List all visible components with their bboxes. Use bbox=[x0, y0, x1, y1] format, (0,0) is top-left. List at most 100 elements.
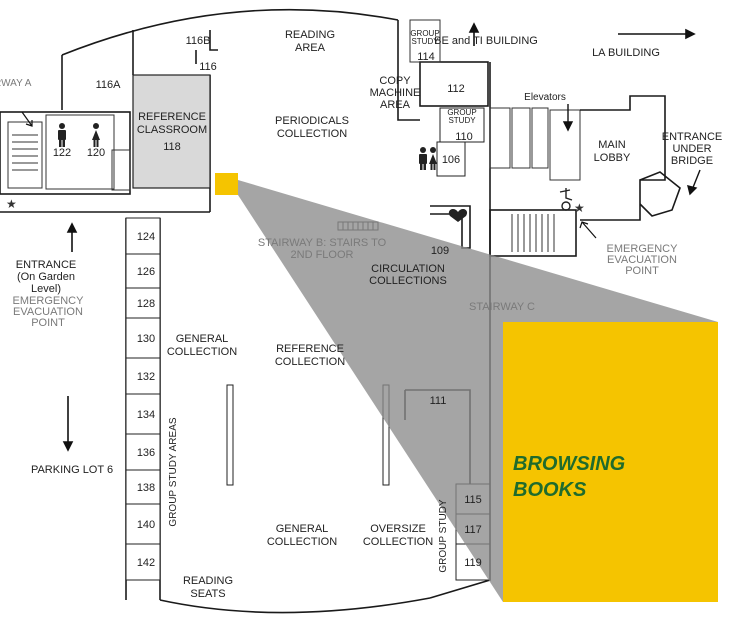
group-study-110-label: STUDY bbox=[448, 116, 476, 125]
group-study-110-label: GROUP bbox=[447, 108, 476, 117]
service-desk-icon bbox=[448, 209, 468, 222]
stairway-b-label: STAIRWAY B: STAIRS TO bbox=[258, 237, 387, 249]
la-building-label: LA BUILDING bbox=[592, 47, 660, 59]
emergency-evacuation-left-label: EVACUATION bbox=[13, 306, 83, 318]
evacuation-star-icon: ★ bbox=[6, 197, 17, 211]
room-112: 112 bbox=[447, 83, 465, 95]
emergency-evacuation-left-label: EMERGENCY bbox=[13, 295, 85, 307]
main-lobby-label: LOBBY bbox=[594, 152, 631, 164]
room-106: 106 bbox=[442, 154, 460, 166]
emergency-right-arrow-icon bbox=[579, 221, 597, 239]
room-132: 132 bbox=[137, 371, 155, 383]
circulation-collections-label: COLLECTIONS bbox=[369, 275, 447, 287]
room-111: 111 bbox=[430, 395, 447, 407]
elevator-arrow-icon bbox=[562, 104, 574, 132]
woman-restroom-icon bbox=[429, 147, 437, 170]
room-110: 110 bbox=[455, 131, 473, 143]
entrance-garden-label: (On Garden bbox=[17, 271, 75, 283]
entrance-garden-label: ENTRANCE bbox=[16, 259, 77, 271]
group-study-label: STUDY bbox=[411, 37, 439, 46]
arrow-right-icon bbox=[618, 28, 696, 40]
restroom-icons bbox=[58, 123, 437, 170]
reference-collection-label: REFERENCE bbox=[276, 343, 344, 355]
general-collection-label: COLLECTION bbox=[167, 346, 237, 358]
room-115: 115 bbox=[464, 494, 482, 506]
room-116a: 116A bbox=[96, 79, 122, 91]
entrance-bridge-arrow-icon bbox=[687, 169, 701, 196]
room-126: 126 bbox=[137, 266, 155, 278]
parking-lot-label: PARKING LOT 6 bbox=[31, 464, 113, 476]
room-116b: 116B bbox=[186, 35, 211, 47]
circulation-collections-label: CIRCULATION bbox=[371, 263, 445, 275]
reference-classroom-room bbox=[132, 74, 211, 189]
room-109: 109 bbox=[431, 245, 449, 257]
emergency-evacuation-right-label: EMERGENCY bbox=[607, 243, 679, 255]
entrance-arrow-up-icon bbox=[66, 222, 78, 252]
room-130: 130 bbox=[137, 333, 155, 345]
room-124: 124 bbox=[137, 231, 155, 243]
stairway-a-label: STAIRWAY A bbox=[0, 78, 32, 89]
room-122: 122 bbox=[53, 147, 71, 159]
man-restroom-icon bbox=[58, 123, 66, 147]
browsing-books-wedge bbox=[238, 180, 718, 602]
main-lobby-label: MAIN bbox=[598, 139, 626, 151]
browsing-books-title: BOOKS bbox=[513, 479, 587, 501]
stairway-a-treads bbox=[12, 134, 38, 171]
browsing-books-title: BROWSING bbox=[513, 453, 625, 475]
reading-seats-label: SEATS bbox=[190, 588, 225, 600]
reading-seats-label: READING bbox=[183, 575, 233, 587]
entrance-under-bridge-label: UNDER bbox=[672, 143, 711, 155]
emergency-evacuation-left-label: POINT bbox=[31, 317, 65, 329]
stairway-c-label: STAIRWAY C bbox=[469, 301, 535, 313]
oversize-collection-label: COLLECTION bbox=[363, 536, 433, 548]
accessibility-icon bbox=[559, 188, 573, 211]
room-142: 142 bbox=[137, 557, 155, 569]
evacuation-star-icon: ★ bbox=[574, 201, 585, 215]
room-114: 114 bbox=[417, 51, 435, 63]
room-140: 140 bbox=[137, 519, 155, 531]
browsing-books-area bbox=[503, 322, 718, 602]
elevators-label: Elevators bbox=[524, 92, 566, 103]
woman-restroom-icon bbox=[92, 123, 100, 147]
copy-machine-area-label: COPY bbox=[379, 75, 411, 87]
room-134: 134 bbox=[137, 409, 155, 421]
room-136: 136 bbox=[137, 447, 155, 459]
room-120: 120 bbox=[87, 147, 105, 159]
entrance-garden-label: Level) bbox=[31, 283, 61, 295]
stairway-a-arrow-icon bbox=[21, 111, 33, 127]
oversize-collection-label: OVERSIZE bbox=[370, 523, 426, 535]
stairway-c-treads bbox=[511, 214, 555, 252]
entrance-under-bridge-label: ENTRANCE bbox=[662, 131, 723, 143]
reading-area-label: AREA bbox=[295, 42, 326, 54]
room-119: 119 bbox=[464, 557, 482, 569]
arrow-up-icon bbox=[468, 22, 480, 46]
copy-machine-area-label: MACHINE bbox=[370, 87, 421, 99]
copy-machine-area-label: AREA bbox=[380, 99, 411, 111]
general-collection-lower-label: COLLECTION bbox=[267, 536, 337, 548]
browsing-marker-small bbox=[215, 173, 238, 195]
room-118: 118 bbox=[163, 141, 181, 153]
reference-classroom-label: REFERENCE bbox=[138, 111, 206, 123]
room-138: 138 bbox=[137, 482, 155, 494]
emergency-evacuation-right-label: POINT bbox=[625, 265, 659, 277]
periodicals-collection-label: COLLECTION bbox=[277, 128, 347, 140]
reference-classroom-label: CLASSROOM bbox=[137, 124, 207, 136]
reading-area-label: READING bbox=[285, 29, 335, 41]
entrance-under-bridge-label: BRIDGE bbox=[671, 155, 713, 167]
periodicals-collection-label: PERIODICALS bbox=[275, 115, 349, 127]
general-collection-lower-label: GENERAL bbox=[276, 523, 329, 535]
room-116: 116 bbox=[199, 61, 217, 73]
emergency-evacuation-right-label: EVACUATION bbox=[607, 254, 677, 266]
stairway-b-label: 2ND FLOOR bbox=[291, 249, 354, 261]
group-study-areas-label: GROUP STUDY AREAS bbox=[168, 417, 179, 526]
group-study-vertical-label: GROUP STUDY bbox=[438, 499, 449, 572]
parking-arrow-down-icon bbox=[62, 396, 74, 452]
left-study-rooms bbox=[125, 217, 161, 581]
room-117: 117 bbox=[464, 524, 482, 536]
reference-collection-label: COLLECTION bbox=[275, 356, 345, 368]
star-icons: ★ ★ bbox=[6, 197, 585, 215]
be-ti-building-label: BE and TI BUILDING bbox=[434, 35, 538, 47]
man-restroom-icon bbox=[419, 147, 427, 170]
